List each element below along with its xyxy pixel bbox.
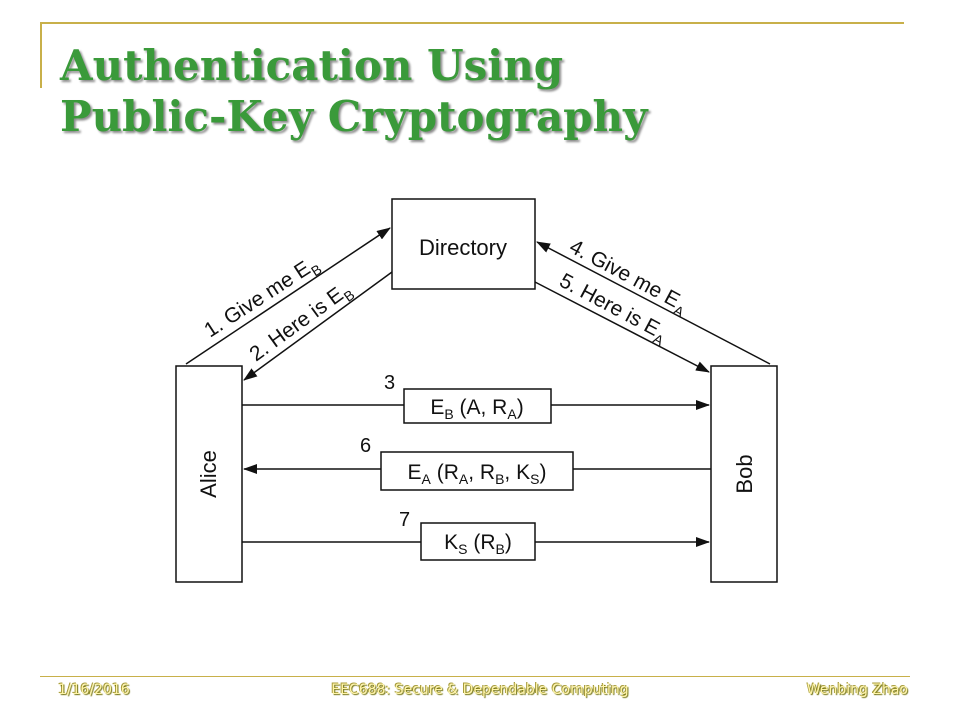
box-7	[420, 522, 536, 561]
box-6-part: , R	[468, 461, 495, 484]
title-line-1: Authentication Using	[60, 41, 564, 90]
box-7-sub: S	[458, 541, 467, 557]
arrow-4	[536, 241, 771, 365]
arrow-2	[243, 271, 393, 381]
box-6-sub: A	[422, 471, 432, 487]
footer-course: EEC688: Secure & Dependable Computing	[331, 682, 629, 698]
box-7-part: )	[505, 531, 512, 554]
box-3-text: EB (A, RA)	[430, 396, 523, 422]
box-6-part: E	[408, 461, 422, 484]
alice-label: Alice	[196, 450, 221, 498]
title-line-2: Public-Key Cryptography	[60, 92, 648, 141]
bob-box	[710, 365, 778, 583]
footer-author: Wenbing Zhao	[806, 682, 908, 698]
box-6	[380, 451, 574, 491]
directory-box	[391, 198, 536, 290]
box-6-part: , K	[504, 461, 530, 484]
slide-title: Authentication Using Public-Key Cryptogr…	[60, 40, 880, 142]
box-7-part: K	[444, 531, 458, 554]
box-6-sub: A	[459, 471, 469, 487]
box-7-part: (R	[468, 531, 496, 554]
step-3-label: 3	[384, 372, 395, 394]
box-6-part: )	[539, 461, 546, 484]
alice-box	[175, 365, 243, 583]
footer-line	[40, 676, 910, 677]
frame-top-line	[40, 22, 904, 24]
box-3-sub: A	[507, 406, 517, 422]
box-6-sub: B	[495, 471, 504, 487]
frame-left-line	[40, 22, 42, 88]
box-7-sub: B	[496, 541, 505, 557]
step-7-label: 7	[399, 509, 410, 531]
arrow-1	[185, 227, 391, 365]
box-3-part: E	[430, 396, 444, 419]
arrow-5	[534, 281, 710, 373]
box-3	[403, 388, 552, 424]
box-6-text: EA (RA, RB, KS)	[408, 461, 547, 487]
box-3-sub: B	[444, 406, 453, 422]
step-6-label: 6	[360, 435, 371, 457]
box-6-part: (R	[431, 461, 459, 484]
bob-label: Bob	[732, 454, 757, 493]
box-3-part: )	[517, 396, 524, 419]
footer-date: 1/16/2016	[58, 682, 130, 698]
box-3-part: (A, R	[454, 396, 508, 419]
directory-label: Directory	[419, 235, 507, 260]
box-6-sub: S	[530, 471, 539, 487]
box-7-text: KS (RB)	[444, 531, 512, 557]
